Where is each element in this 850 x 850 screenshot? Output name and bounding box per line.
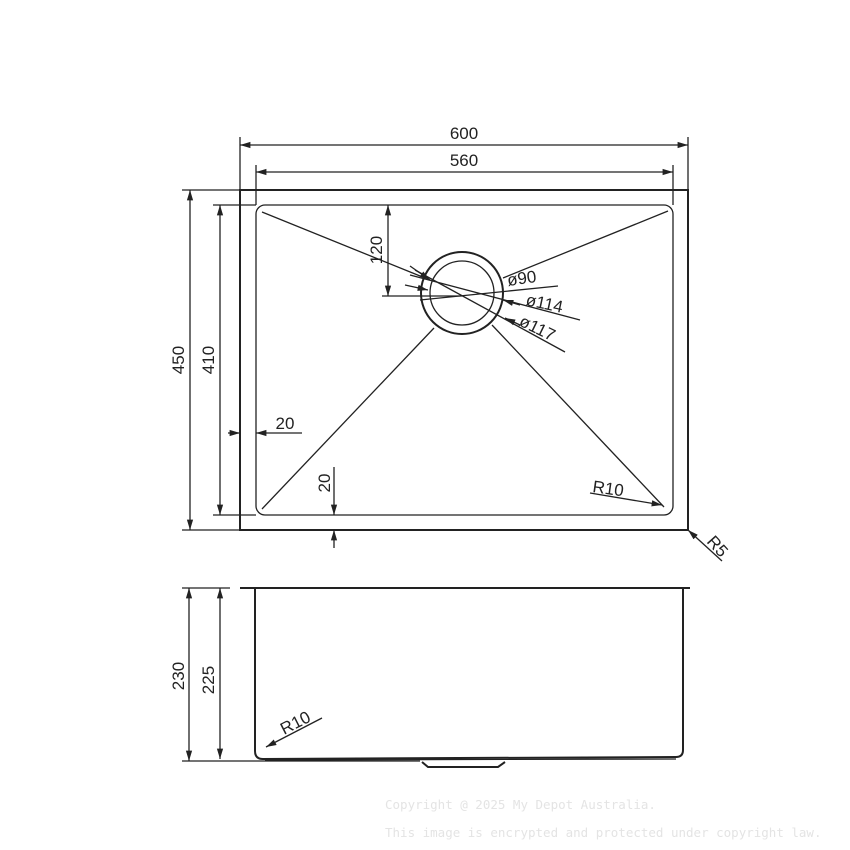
slope-line [261,211,426,279]
arrow [409,265,431,281]
arrow [502,299,521,306]
label-d117: ø117 [516,312,558,346]
label-bowl-corner-radius: R10 [591,477,625,500]
label-front-rim: 20 [315,474,334,493]
label-overall-width: 600 [450,124,478,143]
label-d90: ø90 [506,267,538,290]
sink-outer-outline [239,189,689,531]
leader-r10 [589,492,663,507]
watermark-notice: This image is encrypted and protected un… [385,825,822,840]
label-bowl-width: 560 [450,151,478,170]
bowl-profile [254,588,684,761]
drain-outlet [421,761,506,768]
watermark-copyright: Copyright @ 2025 My Depot Australia. [385,797,656,812]
leader-d117 [414,269,566,353]
slope-line [502,210,669,279]
slope-line [261,327,435,510]
label-bowl-height: 225 [199,666,218,694]
label-bowl-depth: 410 [199,346,218,374]
label-drain-offset: 120 [367,236,386,264]
side-view: 230 225 R10 [169,587,690,768]
label-d114: ø114 [524,290,565,316]
top-view: ø90 ø114 ø117 600 560 450 410 120 20 2 [169,124,732,562]
label-bottom-radius: R10 [277,707,313,738]
leader-r10-side [265,717,323,748]
slope-line [491,324,665,508]
bowl-outline [255,204,674,516]
arrow [404,284,429,291]
bowl-base-line [264,758,677,761]
label-outer-corner-radius: R5 [703,532,732,561]
leader-d90 [419,285,559,301]
label-side-rim: 20 [276,414,295,433]
leader-r5 [687,529,723,562]
arrow [504,317,521,326]
label-overall-height: 230 [169,662,188,690]
label-overall-depth: 450 [169,346,188,374]
drain-outer [420,251,504,335]
